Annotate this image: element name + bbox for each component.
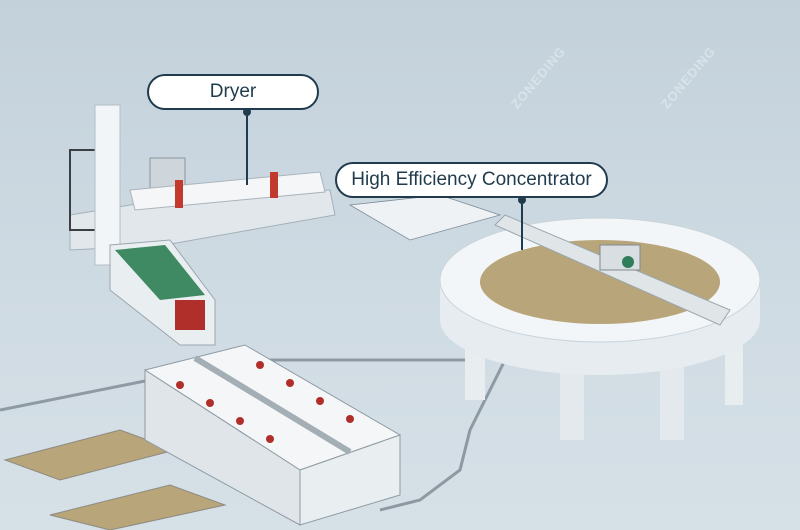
dryer-machine <box>69 104 336 346</box>
tank-array <box>348 194 502 241</box>
dryer-leader-dot <box>243 108 251 116</box>
concentrator-label: High Efficiency Concentrator <box>335 162 608 198</box>
concentrator-tank <box>439 214 761 440</box>
concentrator-leader-dot <box>518 196 526 204</box>
flotation-cells <box>143 344 402 526</box>
dryer-label: Dryer <box>147 74 319 110</box>
